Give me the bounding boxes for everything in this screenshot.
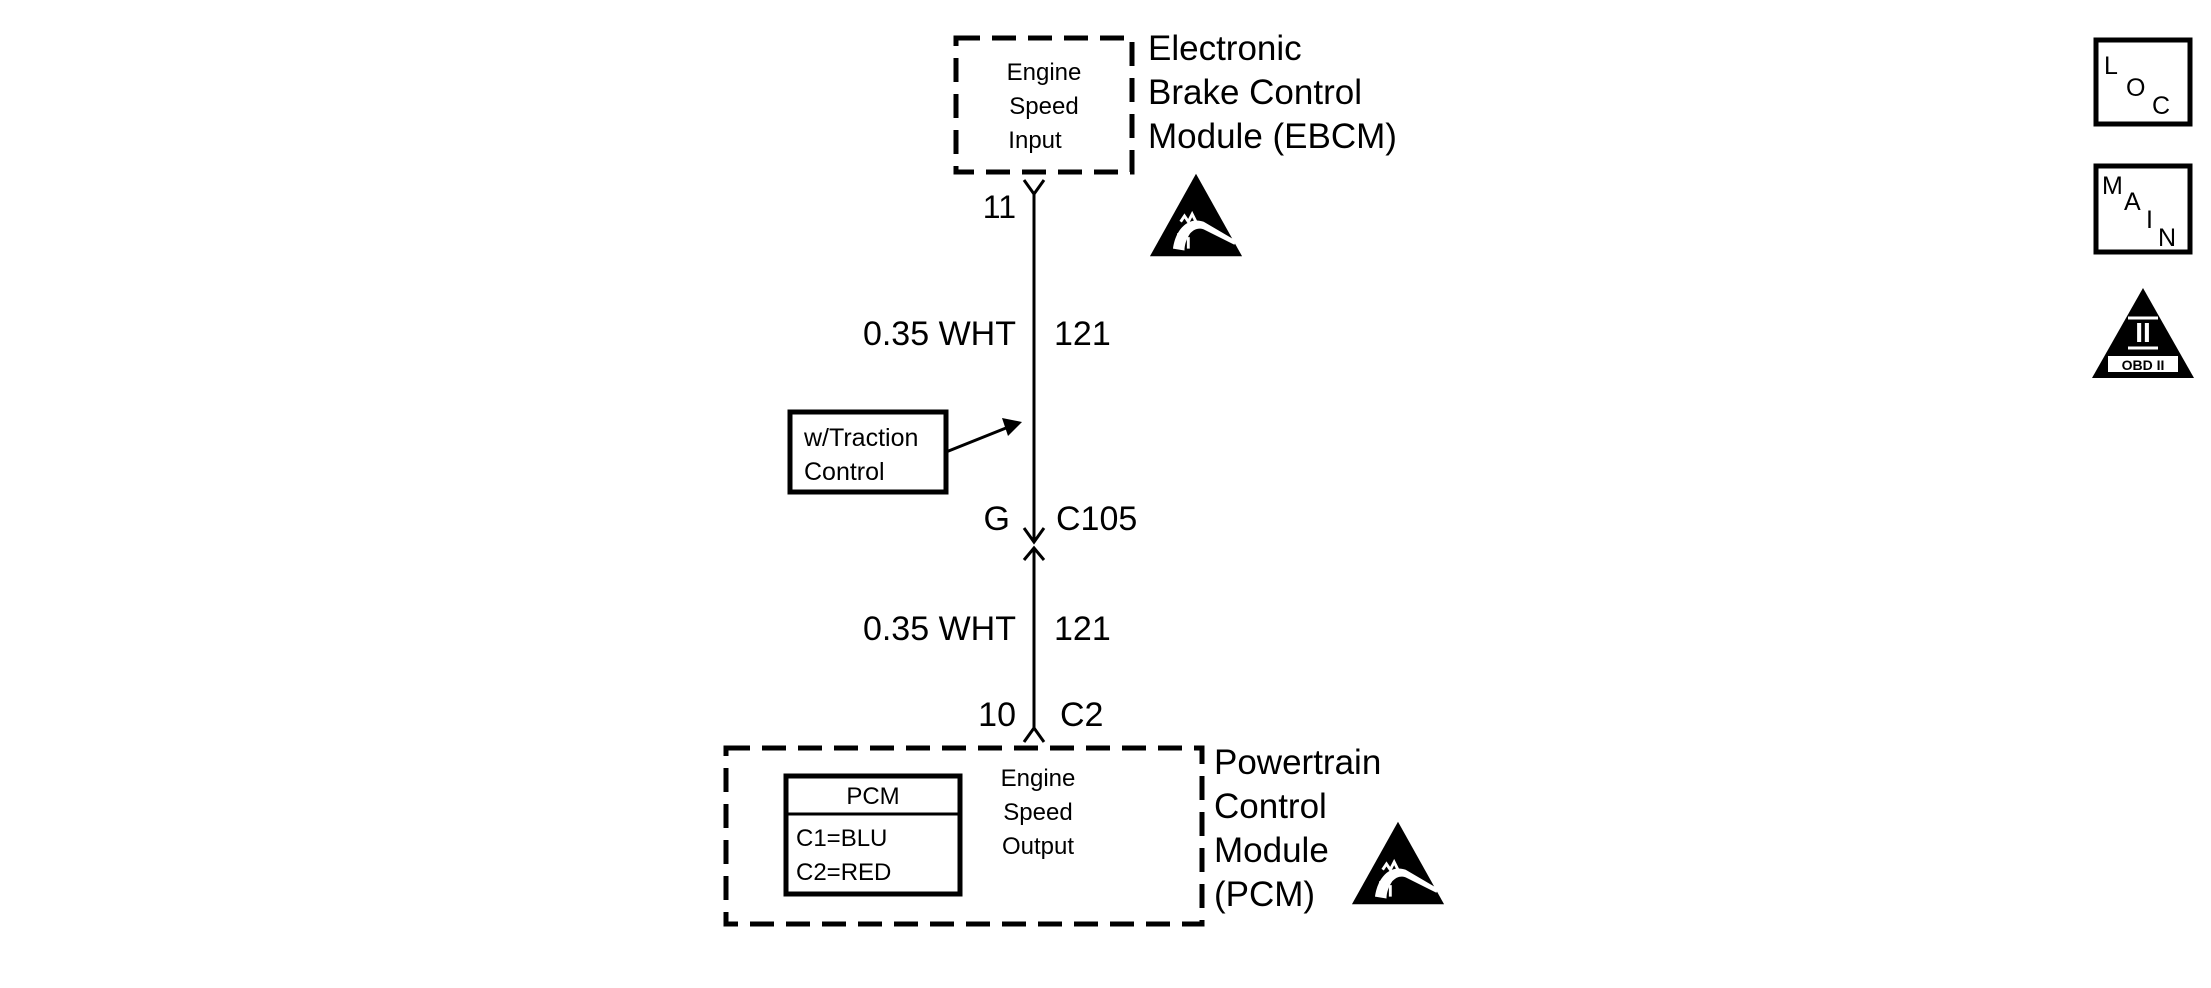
- pcm-inner-text-1: Engine: [1001, 765, 1076, 792]
- wire-upper-gauge-color: 0.35 WHT: [863, 315, 1016, 353]
- connector-terminal-letter: G: [984, 500, 1010, 538]
- connector-name: C105: [1056, 500, 1137, 538]
- pcm-module: Engine Speed Output PCM C1=BLU C2=RED Po…: [723, 743, 1446, 927]
- pcm-inner-text-2: Speed: [1003, 799, 1072, 826]
- legend-row-2: C2=RED: [796, 859, 891, 886]
- obd-ii-icon[interactable]: II OBD II: [2092, 288, 2194, 378]
- pcm-label-2: Control: [1214, 787, 1327, 826]
- ebcm-inner-text-2: Speed: [1009, 93, 1078, 120]
- ebcm-terminal-number: 11: [983, 189, 1016, 225]
- connector-c105: G C105: [984, 500, 1137, 561]
- ebcm-inner-text-1: Engine: [1007, 59, 1082, 86]
- wire-lower-gauge-color: 0.35 WHT: [863, 610, 1016, 648]
- pcm-terminal-connector-icon: [1022, 725, 1046, 743]
- arrowhead-icon: [1002, 418, 1022, 436]
- main-letter-a: A: [2124, 188, 2141, 216]
- traction-note-leader: [945, 426, 1007, 454]
- ebcm-label-2: Brake Control: [1148, 73, 1362, 112]
- connector-female-icon: [1022, 527, 1046, 545]
- wire-lower-circuit: 121: [1054, 610, 1111, 648]
- pcm-label-4: (PCM): [1214, 875, 1315, 914]
- main-letter-m: M: [2102, 172, 2123, 200]
- pcm-terminal-connector: C2: [1060, 696, 1103, 734]
- ebcm-label-1: Electronic: [1148, 29, 1302, 68]
- loc-icon[interactable]: L O C: [2093, 37, 2193, 127]
- ebcm-inner-text-3: Input: [1008, 127, 1062, 154]
- legend-title: PCM: [846, 783, 899, 810]
- ebcm-terminal-connector-icon: [1022, 179, 1046, 197]
- main-icon[interactable]: M A I N: [2093, 163, 2193, 255]
- traction-note-line-2: Control: [804, 458, 885, 486]
- pcm-connector-legend: PCM C1=BLU C2=RED: [783, 773, 963, 897]
- obd-roman: II: [2135, 317, 2151, 348]
- loc-letter-l: L: [2104, 52, 2118, 80]
- ebcm-module: Engine Speed Input Electronic Brake Cont…: [953, 29, 1397, 258]
- ebcm-boundary: [953, 35, 1135, 175]
- wire-upper-circuit: 121: [1054, 315, 1111, 353]
- traction-control-note: w/Traction Control: [787, 409, 1022, 495]
- obd-caption: OBD II: [2122, 357, 2165, 373]
- pcm-label-3: Module: [1214, 831, 1329, 870]
- legend-row-1: C1=BLU: [796, 825, 887, 852]
- pcm-boundary: [723, 745, 1205, 927]
- loc-letter-c: C: [2152, 92, 2170, 120]
- main-letter-n: N: [2158, 224, 2176, 252]
- ebcm-label-3: Module (EBCM): [1148, 117, 1397, 156]
- loc-letter-o: O: [2126, 74, 2145, 102]
- legend-box: [783, 773, 963, 897]
- pcm-label-1: Powertrain: [1214, 743, 1381, 782]
- esd-warning-icon: [1350, 820, 1446, 906]
- traction-note-line-1: w/Traction: [803, 424, 918, 452]
- esd-warning-icon: [1148, 172, 1244, 258]
- pcm-inner-text-3: Output: [1002, 833, 1074, 860]
- main-letter-i: I: [2146, 206, 2153, 234]
- pcm-terminal-number: 10: [978, 696, 1016, 734]
